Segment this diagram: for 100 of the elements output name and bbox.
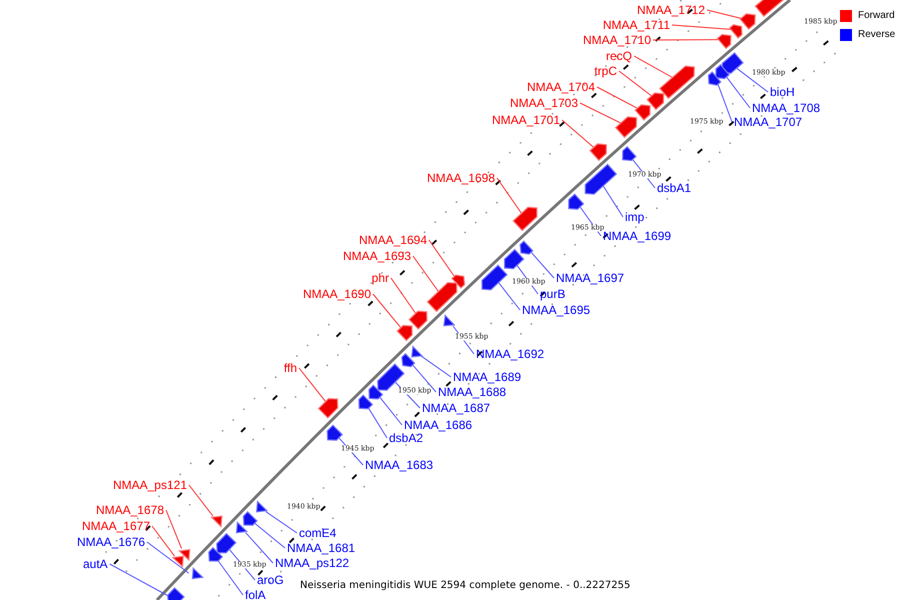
- leader-line: [368, 408, 388, 438]
- gene-block: [408, 310, 428, 330]
- gene-label: ffh: [284, 362, 297, 374]
- gene-block: [401, 353, 416, 368]
- gene-label: NMAA_1703: [510, 97, 578, 109]
- leader-line: [602, 185, 624, 218]
- gene-label: folA: [245, 589, 266, 600]
- gene-block: [208, 546, 224, 562]
- gene-block: [426, 282, 458, 312]
- leader-line: [298, 368, 326, 402]
- gene-label: autA: [83, 558, 108, 570]
- leader-line: [412, 256, 439, 292]
- gene-label: NMAA_1678: [96, 504, 164, 516]
- gene-block: [659, 65, 695, 100]
- gene-block: [192, 567, 204, 580]
- leader-line: [245, 532, 274, 564]
- leader-line: [152, 526, 175, 557]
- gene-block: [451, 274, 466, 289]
- gene-label: NMAA_1711: [602, 19, 670, 31]
- gene-block: [178, 549, 190, 562]
- gene-label: NMAA_1692: [476, 348, 544, 360]
- leader-line: [428, 240, 455, 277]
- leader-line: [372, 294, 402, 328]
- leader-line: [166, 510, 182, 550]
- gene-block: [728, 24, 743, 39]
- gene-label: NMAA_1707: [734, 116, 802, 128]
- gene-block: [584, 164, 618, 195]
- gene-block: [568, 193, 584, 210]
- gene-block: [715, 64, 730, 80]
- leader-line: [496, 178, 522, 214]
- leader-line: [265, 511, 298, 534]
- gene-label: NMAA_1701: [492, 114, 560, 126]
- gene-label: NMAA_1708: [752, 102, 820, 114]
- gene-block: [216, 532, 237, 554]
- gene-block: [167, 587, 185, 600]
- leader-line: [188, 484, 214, 516]
- gene-block: [481, 264, 508, 290]
- gene-block: [504, 248, 524, 270]
- gene-label: NMAA_1697: [556, 272, 624, 284]
- gene-label: aroG: [257, 574, 284, 586]
- legend-text: Forward: [858, 9, 895, 23]
- gene-block: [589, 143, 607, 162]
- gene-block: [210, 515, 223, 528]
- gene-label: NMAA_1681: [287, 542, 356, 554]
- leader-line: [530, 252, 554, 278]
- gene-label: NMAA_1704: [526, 81, 595, 93]
- gene-label: NMAA_ps122: [275, 557, 350, 569]
- leader-line: [718, 84, 732, 122]
- gene-label: NMAA_1687: [422, 402, 490, 414]
- leader-line: [618, 70, 652, 96]
- gene-block: [396, 324, 413, 342]
- gene-label: NMAA_1710: [582, 34, 651, 46]
- leader-line: [634, 56, 673, 78]
- gene-block: [358, 394, 374, 410]
- gene-block: [236, 521, 248, 534]
- gene-block: [716, 34, 732, 50]
- leader-line: [672, 24, 732, 30]
- gene-block: [739, 13, 756, 30]
- gene-block: [368, 384, 384, 400]
- leader-line: [736, 68, 768, 92]
- leader-line: [390, 278, 416, 314]
- gene-label: NMAA_ps121: [112, 479, 187, 491]
- gene-label: NMAA_1699: [603, 230, 672, 242]
- gene-block: [520, 240, 534, 255]
- gene-label: imp: [625, 211, 644, 223]
- gene-label: NMAA_1694: [358, 234, 427, 246]
- gene-label: dsbA2: [389, 432, 424, 444]
- legend-text: Reverse: [858, 28, 896, 42]
- gene-block: [634, 104, 651, 121]
- leader-line: [652, 39, 719, 40]
- leader-line: [596, 86, 638, 109]
- gene-label: comE4: [299, 527, 336, 539]
- gene-label: NMAA_1677: [82, 520, 150, 532]
- gene-label: phr: [372, 272, 389, 284]
- gene-label: NMAA_1686: [404, 419, 472, 431]
- leader-line: [421, 356, 452, 378]
- gene-block: [242, 511, 258, 526]
- gene-label: NMAA_1690: [302, 288, 371, 300]
- leader-line: [412, 364, 436, 392]
- caption: Neisseria meningitidis WUE 2594 complete genome. - 0..2227255: [300, 579, 630, 593]
- leader-line: [580, 102, 622, 124]
- gene-label: NMAA_1688: [438, 386, 506, 398]
- leader-line: [146, 542, 190, 574]
- gene-label: NMAA_1693: [342, 250, 411, 262]
- gene-label: bioH: [770, 86, 795, 98]
- gene-block: [326, 424, 343, 441]
- gene-label: NMAA_1695: [522, 304, 590, 316]
- leader-line: [254, 522, 286, 548]
- gene-label: NMAA_1676: [77, 536, 146, 548]
- gene-label: NMAA_1712: [636, 4, 705, 16]
- gene-block: [622, 146, 637, 162]
- gene-label: NMAA_1698: [426, 172, 495, 184]
- gene-label: NMAA_1683: [365, 459, 434, 471]
- gene-block: [646, 92, 664, 110]
- gene-block: [318, 398, 338, 419]
- gene-block: [708, 71, 722, 86]
- gene-label: trpC: [594, 65, 617, 77]
- gene-block: [256, 500, 268, 513]
- leader-line: [706, 10, 742, 19]
- leader-line: [562, 120, 594, 148]
